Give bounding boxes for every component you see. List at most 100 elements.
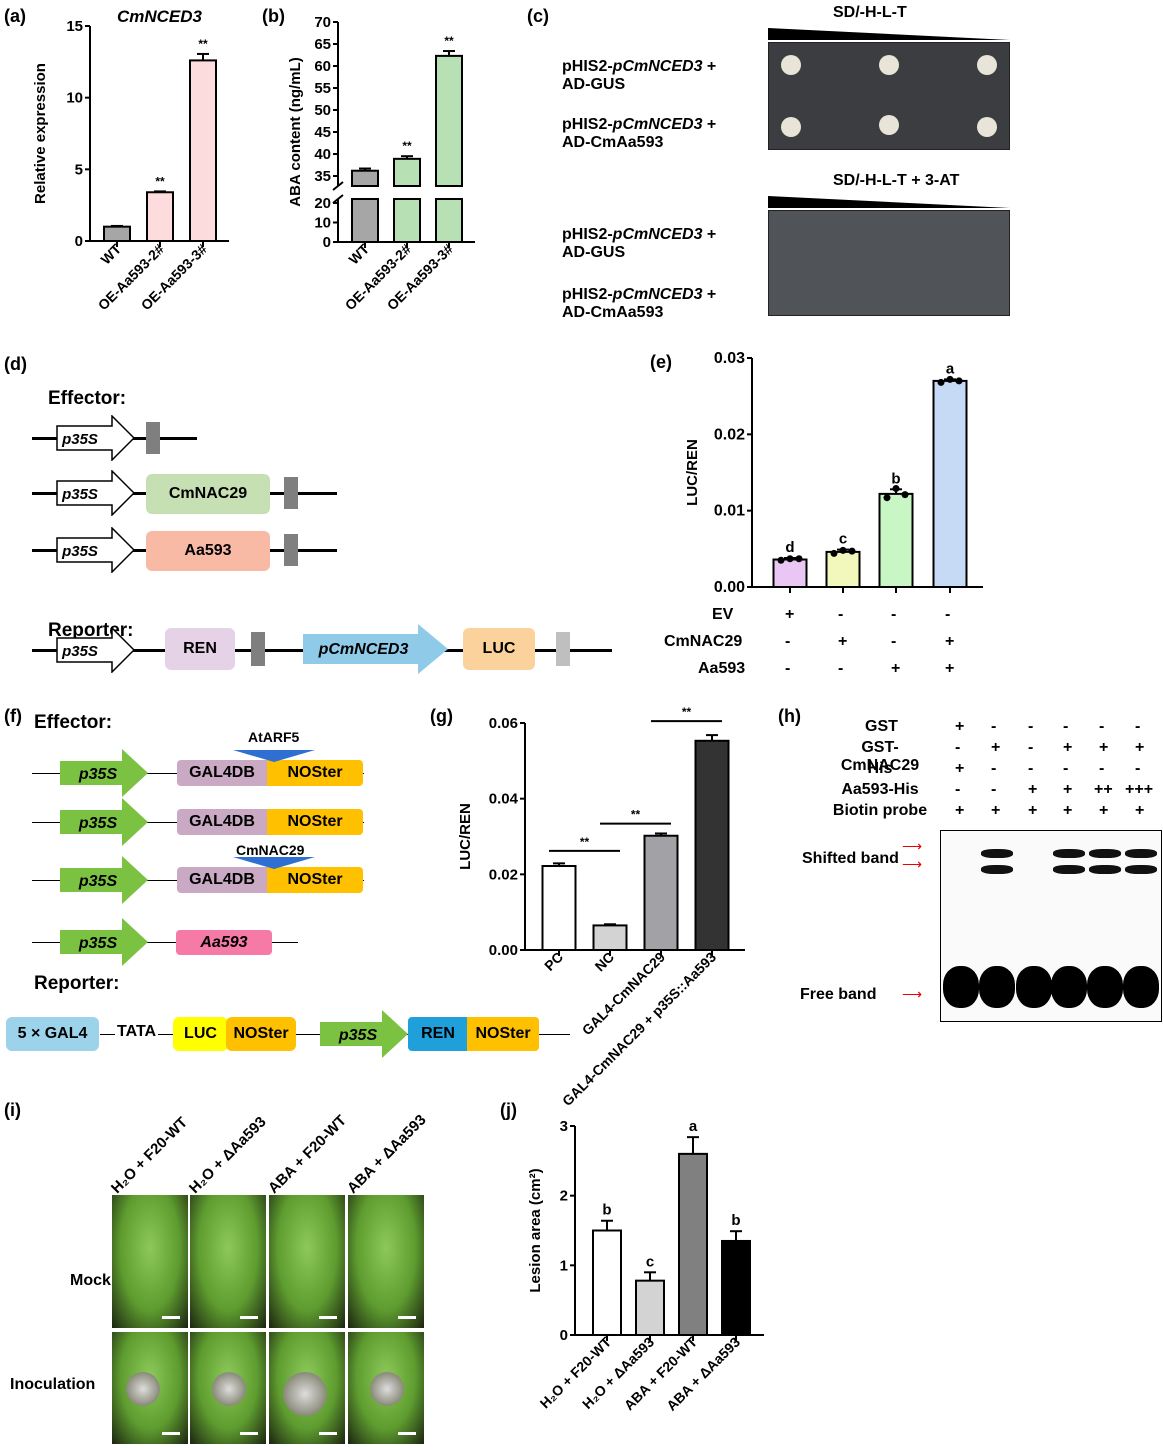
scale-bar	[240, 1432, 258, 1435]
emsa-lane-mark: +	[1063, 781, 1073, 798]
y1h-top-title: SD/-H-L-T	[833, 4, 907, 21]
data-point	[892, 485, 900, 493]
emsa-row-label: GST-CmNAC29	[840, 739, 920, 774]
bar	[393, 157, 421, 187]
shifted-band	[1125, 849, 1157, 858]
significance-label: d	[785, 539, 794, 556]
treatment-mark: -	[838, 660, 844, 677]
gal4db-box: GAL4DB	[177, 809, 267, 835]
treatment-mark: -	[891, 633, 897, 650]
leaf-photo	[112, 1332, 188, 1444]
y-tick-label: 55	[314, 80, 331, 97]
shifted-band	[1125, 865, 1157, 874]
bar-lower	[351, 198, 379, 243]
y-tick-label: 45	[314, 124, 331, 141]
y-tick-label: 0.04	[489, 791, 519, 808]
bar	[592, 1229, 622, 1336]
emsa-lane-mark: +	[1028, 781, 1038, 798]
panel-label-e: (e)	[650, 352, 672, 372]
y-axis-label: LUC/REN	[457, 803, 474, 870]
data-point	[795, 555, 803, 563]
y-tick-label: 0.02	[489, 866, 518, 883]
scale-bar	[319, 1432, 337, 1435]
p35s-promoter-arrow-icon: p35S	[60, 798, 150, 851]
free-band	[1087, 966, 1123, 1008]
shifted-band	[1053, 865, 1085, 874]
svg-text:p35S: p35S	[338, 1027, 378, 1044]
emsa-lane-mark: -	[991, 781, 997, 798]
y-tick-label: 0.02	[714, 426, 745, 443]
y1h-row-label: pHIS2-pCmNCED3 +AD-GUS	[562, 58, 717, 93]
emsa-lane-mark: -	[1063, 760, 1069, 777]
svg-text:p35S: p35S	[61, 431, 98, 448]
dilution-wedge-icon	[768, 28, 1010, 40]
emsa-row-label: Aa593-His	[841, 781, 919, 798]
emsa-lane-mark: +	[991, 739, 1001, 756]
luc-box: LUC	[173, 1017, 228, 1051]
emsa-lane-mark: +	[955, 718, 965, 735]
y-tick-label: 0.03	[714, 350, 745, 367]
significance-label: a	[946, 360, 955, 377]
treatment-mark: +	[785, 606, 795, 623]
gal4db-box: GAL4DB	[177, 760, 267, 786]
data-point	[937, 378, 945, 386]
reporter-heading: Reporter:	[34, 973, 120, 994]
aa593-box: Aa593	[146, 531, 270, 571]
panel-label-c: (c)	[527, 6, 549, 26]
plate-sd-hlt	[768, 42, 1010, 150]
tata-label: TATA	[115, 1023, 159, 1041]
axis-break-mark	[332, 181, 344, 191]
photo-row-label: Mock	[70, 1272, 111, 1289]
emsa-lane-mark: +	[991, 802, 1001, 819]
emsa-lane-mark: -	[1135, 718, 1141, 735]
x-tick-label: ABA + F20-WT	[621, 1333, 701, 1413]
x-tick-label: NC	[591, 949, 617, 975]
shifted-band	[981, 865, 1013, 874]
y-tick-label: 5	[75, 161, 83, 178]
significance-label: **	[682, 705, 692, 719]
scale-bar	[240, 1316, 258, 1319]
significance-label: b	[731, 1212, 740, 1229]
significance-label: a	[689, 1118, 698, 1135]
ren-box: REN	[408, 1017, 468, 1051]
gel-image	[940, 830, 1162, 1022]
y-tick-label: 20	[314, 195, 331, 212]
y-tick-label: 1	[560, 1257, 568, 1274]
p35s-promoter-arrow-icon: p35S	[60, 856, 150, 909]
panel-label-g: (g)	[430, 706, 453, 726]
emsa-lane-mark: -	[1028, 739, 1034, 756]
p35s-promoter-arrow-icon: p35S	[320, 1010, 410, 1063]
y-axis-label: Lesion area (cm²)	[527, 1168, 544, 1292]
free-band	[1123, 966, 1159, 1008]
significance-label: **	[198, 37, 208, 51]
y1h-row-label: pHIS2-pCmNCED3 +AD-CmAa593	[562, 116, 717, 151]
ren-box: REN	[165, 628, 235, 670]
free-band	[979, 966, 1015, 1008]
effector-heading: Effector:	[48, 388, 127, 409]
significance-label: **	[155, 174, 165, 188]
y-tick-label: 0	[75, 233, 83, 250]
shifted-band	[1089, 849, 1121, 858]
bar	[592, 924, 628, 951]
treatment-mark: -	[785, 660, 791, 677]
data-point	[786, 555, 794, 563]
x-tick-label: ABA + ΔAa593	[663, 1334, 743, 1414]
x-tick-label: PC	[541, 949, 566, 974]
p35s-promoter-arrow-icon: p35S	[60, 918, 150, 971]
free-band	[1051, 966, 1087, 1008]
plate-sd-hlt-3at	[768, 210, 1010, 316]
emsa-lane-mark: -	[1099, 760, 1105, 777]
x-tick-label: H₂O + F20-WT	[537, 1333, 615, 1411]
svg-text:p35S: p35S	[78, 935, 118, 952]
y1h-bottom-title: SD/-H-L-T + 3-AT	[833, 172, 960, 189]
data-point	[955, 377, 963, 385]
emsa-row-label: His	[867, 760, 893, 777]
y1h-row-label: pHIS2-pCmNCED3 +AD-CmAa593	[562, 286, 717, 321]
p35s-promoter-arrow-icon: p35S	[56, 469, 136, 521]
leaf-photo	[190, 1195, 266, 1328]
atarf5-label: AtARF5	[248, 729, 300, 745]
panel-label-d: (d)	[4, 354, 27, 374]
y-tick-label: 0.06	[489, 715, 518, 732]
treatment-mark: +	[838, 633, 848, 650]
terminator-block	[146, 422, 160, 454]
